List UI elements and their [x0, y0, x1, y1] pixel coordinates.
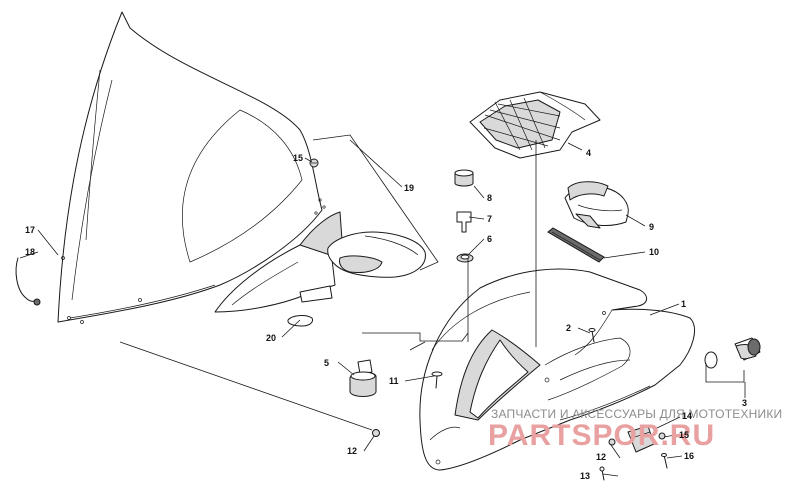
callout-4: 4	[586, 148, 591, 158]
callout-20: 20	[266, 333, 276, 343]
switch-5	[349, 359, 377, 397]
key-nut	[456, 253, 474, 263]
callout-18: 18	[25, 247, 35, 257]
callout-13: 13	[580, 471, 590, 481]
callout-8: 8	[487, 193, 492, 203]
plug-20	[287, 315, 313, 327]
ignition-key	[456, 211, 472, 233]
callout-labels: 1 2 3 4 5 6 7 8 9 10 11 12 12 13 14 15 1…	[25, 148, 747, 481]
callout-12-left: 12	[347, 446, 357, 456]
callout-17: 17	[25, 225, 35, 235]
seal-strip	[547, 227, 605, 263]
mirror	[327, 231, 426, 278]
gauge-housing	[564, 181, 629, 229]
watermark: ЗАПЧАСТИ И АКСЕССУАРЫ ДЛЯ МОТОТЕХНИКИ PA…	[488, 407, 782, 452]
nut-12-bottom	[608, 438, 616, 446]
watermark-brand: PARTSPOR.RU	[488, 419, 715, 452]
callout-7: 7	[487, 214, 492, 224]
hood-cover	[419, 268, 695, 471]
callout-16: 16	[684, 451, 694, 461]
power-outlet	[704, 337, 761, 369]
callout-6: 6	[487, 234, 492, 244]
bracket-14	[627, 425, 655, 453]
callout-2: 2	[566, 323, 571, 333]
nut-15-bottom	[658, 432, 666, 440]
callout-3: 3	[742, 398, 747, 408]
screw-15-top	[309, 158, 319, 168]
screw-2	[588, 328, 596, 343]
callout-1: 1	[681, 299, 686, 309]
windshield	[57, 11, 326, 324]
watermark-caption: ЗАПЧАСТИ И АКСЕССУАРЫ ДЛЯ МОТОТЕХНИКИ	[491, 407, 782, 421]
tether-strap	[15, 257, 41, 306]
callout-5: 5	[324, 358, 329, 368]
callout-12-right: 12	[596, 452, 606, 462]
ignition-cap	[454, 169, 474, 187]
callout-11: 11	[389, 376, 399, 386]
callout-19: 19	[404, 183, 414, 193]
leader-lines	[19, 134, 746, 477]
storage-net	[469, 91, 601, 159]
screw-13	[599, 466, 605, 481]
callout-14: 14	[682, 411, 692, 421]
callout-15-top: 15	[293, 153, 303, 163]
screw-16	[661, 453, 668, 469]
callout-9: 9	[649, 222, 654, 232]
callout-10: 10	[649, 247, 659, 257]
callout-15-bottom: 15	[679, 430, 689, 440]
nut-12-left	[372, 429, 380, 437]
screw-11	[431, 371, 443, 389]
